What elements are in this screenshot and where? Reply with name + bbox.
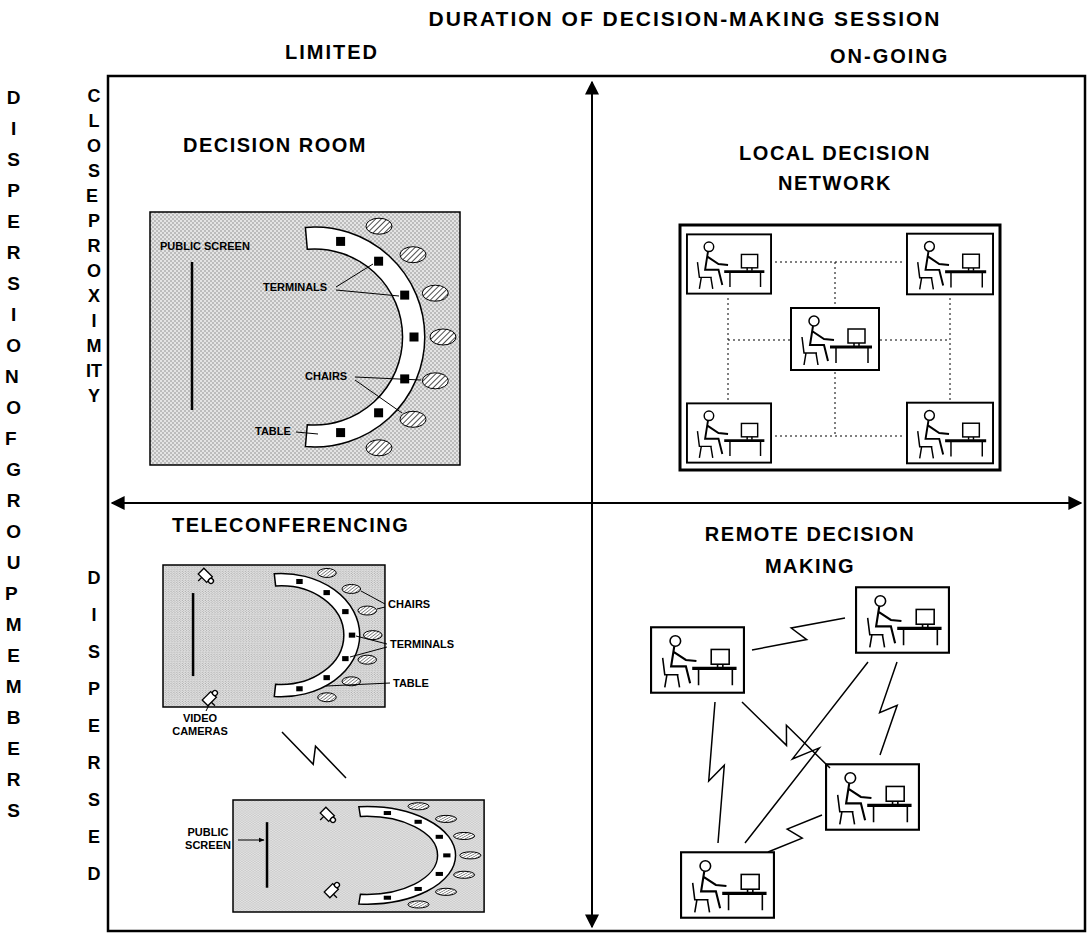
axis-title: DURATION OF DECISION-MAKING SESSION (290, 6, 1080, 31)
teleconference-room (233, 800, 484, 912)
radio-link (768, 815, 822, 852)
quadrant-title: REMOTE DECISION MAKING (670, 518, 950, 582)
axis-title: DISPERSION OF GROUP MEMBERS (5, 82, 22, 826)
part-label: VIDEO CAMERAS (160, 712, 240, 738)
decision-room (150, 212, 460, 465)
workstations (651, 587, 949, 917)
part-label: PUBLIC SCREEN (160, 240, 250, 253)
axis-end-label: DISPERSED (86, 560, 102, 893)
part-label: TERMINALS (390, 638, 454, 651)
radio-link (282, 732, 346, 778)
axis-end-label: LIMITED (285, 40, 379, 64)
radio-link (709, 702, 725, 843)
quadrant-title: LOCAL DECISION NETWORK (710, 138, 960, 198)
quadrant-title: DECISION ROOM (183, 133, 367, 157)
quadrant-title: TELECONFERENCING (172, 513, 409, 537)
part-label: CHAIRS (388, 598, 430, 611)
part-label: TABLE (393, 677, 429, 690)
network-boundary (680, 225, 1000, 470)
duration-axis (112, 502, 1081, 504)
part-label: TERMINALS (263, 281, 327, 294)
radio-link (752, 618, 845, 650)
dispersion-axis (591, 82, 593, 927)
axis-end-label: ON-GOING (830, 44, 949, 68)
part-label: CHAIRS (305, 370, 347, 383)
communication-links (282, 618, 897, 852)
radio-link (742, 702, 830, 768)
radio-link (745, 662, 868, 843)
axis-end-label: CLOSE PROXIMITY (86, 84, 102, 409)
radio-link (880, 662, 898, 755)
part-label: TABLE (255, 425, 291, 438)
matrix-frame (108, 76, 1085, 931)
leader-lines (206, 591, 390, 840)
workstations (687, 234, 993, 464)
teleconference-room (163, 565, 385, 707)
part-label: PUBLIC SCREEN (180, 826, 236, 852)
